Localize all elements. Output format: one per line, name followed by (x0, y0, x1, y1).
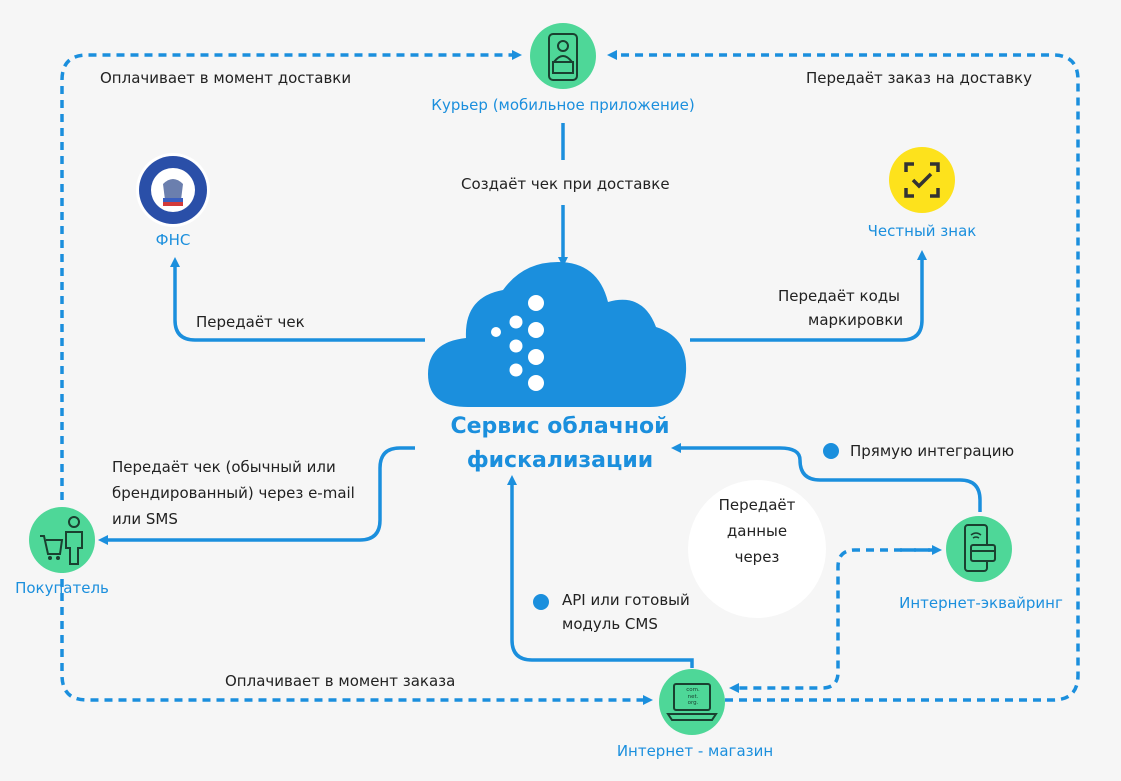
service-title-line: фискализации (466, 448, 654, 473)
transmits-line: через (734, 548, 780, 566)
shop-icon: com. net. org. (658, 668, 726, 736)
edge-pays-on-delivery: Оплачивает в момент доставки (100, 69, 352, 87)
edge-creates-receipt: Создаёт чек при доставке (461, 175, 670, 193)
fns-emblem-icon (136, 153, 210, 227)
arrow-cloud-to-buyer (98, 446, 415, 545)
edge-passes-codes-line: маркировки (808, 311, 904, 329)
bullet-api (533, 594, 549, 610)
arrow-cloud-to-honest (690, 250, 927, 342)
acquiring-label: Интернет-эквайринг (899, 594, 1063, 612)
dashed-shop-to-courier (607, 50, 1080, 702)
arrow-shop-to-cloud (507, 475, 694, 668)
shop-label: Интернет - магазин (616, 742, 774, 760)
dashed-acquiring-shop (729, 548, 930, 693)
shop-screen-line: org. (687, 700, 699, 706)
shop-screen-line: com. (686, 687, 700, 693)
edge-receipt-to-buyer: Передаёт чек (обычный или брендированный… (112, 454, 355, 532)
service-title-line: Сервис облачной (450, 414, 670, 439)
fns-label: ФНС (155, 231, 191, 249)
courier-label: Курьер (мобильное приложение) (431, 96, 695, 114)
dashed-buyer-to-shop (60, 565, 653, 705)
honest-sign-icon (889, 147, 955, 213)
edge-passes-receipt: Передаёт чек (196, 313, 305, 331)
bullet-direct (823, 443, 839, 459)
arrow-acquiring-to-cloud (671, 443, 982, 512)
edge-direct-integration: Прямую интеграцию (850, 442, 1015, 460)
edge-pays-on-order: Оплачивает в момент заказа (225, 672, 456, 690)
buyer-icon (29, 507, 95, 573)
edge-passes-codes-line: Передаёт коды (778, 287, 901, 305)
edge-receipt-line: брендированный) через e-mail (112, 484, 355, 502)
buyer-label: Покупатель (15, 579, 109, 597)
edge-receipt-line: или SMS (112, 510, 178, 528)
arrow-cloud-to-fns (170, 257, 425, 342)
transmits-line: Передаёт (718, 496, 796, 514)
acquiring-icon (946, 516, 1012, 582)
cloud-icon (428, 262, 687, 407)
edge-api: API или готовый модуль CMS (562, 588, 690, 636)
transmits-line: данные (726, 522, 788, 540)
edge-api-line: модуль CMS (562, 615, 658, 633)
edge-receipt-line: Передаёт чек (обычный или (112, 458, 336, 476)
service-title: Сервис облачной фискализации (420, 410, 700, 478)
edge-passes-order: Передаёт заказ на доставку (806, 69, 1032, 87)
courier-icon (530, 23, 596, 89)
edge-api-line: API или готовый (562, 591, 690, 609)
transmits-data-bubble: Передаёт данные через (688, 480, 826, 618)
edge-passes-codes: Передаёт коды маркировки (778, 284, 903, 332)
dashed-buyer-to-courier (60, 50, 522, 500)
shop-screen-line: net. (687, 693, 699, 700)
honest-sign-label: Честный знак (867, 222, 977, 240)
